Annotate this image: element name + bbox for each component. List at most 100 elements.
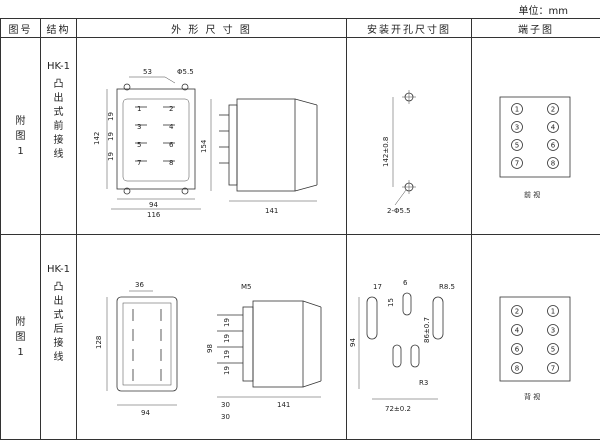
model-code: HK-1 [41, 263, 76, 277]
fig-no-char: 附 [1, 114, 40, 129]
structure-char: 后 [41, 323, 76, 337]
fig-no-char: 1 [1, 345, 40, 360]
svg-text:7: 7 [137, 159, 141, 167]
structure-char: 出 [41, 92, 76, 106]
rear-terminals [133, 309, 161, 381]
svg-text:4: 4 [169, 123, 174, 131]
hole-dim-r85: R8.5 [439, 283, 455, 291]
structure-char: 凸 [41, 78, 76, 92]
terminal-number: 8 [551, 160, 555, 168]
terminal-number: 6 [515, 346, 520, 354]
dim-141: 141 [265, 207, 278, 215]
dim-19: 19 [107, 152, 115, 161]
fig-no-char: 图 [1, 129, 40, 144]
dim-phi55: Φ5.5 [177, 68, 194, 76]
terminal-number: 7 [551, 365, 555, 373]
structure-char: 凸 [41, 281, 76, 295]
table-row: 附 图 1 HK-1 凸 出 式 后 接 线 36 [1, 235, 600, 440]
dim-30: 30 [221, 401, 230, 409]
dim-36: 36 [135, 281, 144, 289]
dim-m5: M5 [241, 283, 252, 291]
model-code: HK-1 [41, 60, 76, 74]
structure-char: 线 [41, 148, 76, 162]
dim-19: 19 [223, 318, 231, 327]
terminal-pins [135, 107, 175, 161]
fig-no-cell: 附 图 1 [1, 235, 41, 440]
relay-front-outline [117, 89, 195, 189]
structure-char: 式 [41, 106, 76, 120]
dim-53: 53 [143, 68, 152, 76]
terminal-number: 2 [515, 308, 519, 316]
dim-94: 94 [141, 409, 150, 417]
header-dimensions: 外 形 尺 寸 图 [77, 19, 347, 38]
hole-drawing-cell: 142±0.8 2-Φ5.5 [347, 38, 472, 235]
terminal-number: 7 [515, 160, 519, 168]
structure-char: 式 [41, 309, 76, 323]
hole-dim-15: 15 [387, 298, 395, 307]
dim-142: 142 [93, 132, 101, 145]
hole-drawing-rear: 17 6 R8.5 15 94 86±0.7 R3 72±0.2 [347, 249, 470, 425]
dim-116: 116 [147, 211, 161, 219]
header-terminal: 端子图 [472, 19, 600, 38]
relay-rear-side-outline [253, 301, 303, 387]
hole-dim-6: 6 [403, 279, 408, 287]
svg-text:5: 5 [137, 141, 141, 149]
header-fig-no: 图号 [1, 19, 41, 38]
dim-128: 128 [95, 336, 103, 349]
terminal-number: 2 [551, 106, 555, 114]
dimension-drawing-cell: 36 128 94 M5 [77, 235, 347, 440]
dim-19: 19 [223, 334, 231, 343]
header-structure: 结构 [41, 19, 77, 38]
dim-19: 19 [107, 112, 115, 121]
hole-dim-142: 142±0.8 [382, 137, 390, 167]
structure-char: 接 [41, 337, 76, 351]
terminal-number: 3 [515, 124, 519, 132]
hole-dim-17: 17 [373, 283, 382, 291]
structure-char: 线 [41, 351, 76, 365]
terminal-number: 8 [515, 365, 519, 373]
fig-no-char: 附 [1, 315, 40, 330]
structure-char: 出 [41, 295, 76, 309]
hole-dim-94: 94 [349, 338, 357, 347]
svg-text:8: 8 [169, 159, 173, 167]
dim-19: 19 [223, 366, 231, 375]
dim-98: 98 [206, 344, 214, 353]
relay-side-outline [237, 99, 295, 191]
table-row: 附 图 1 HK-1 凸 出 式 前 接 线 53 Φ5.5 [1, 38, 600, 235]
dimension-drawing-cell: 53 Φ5.5 1 2 3 4 5 6 7 8 [77, 38, 347, 235]
terminal-number: 4 [515, 327, 520, 335]
hole-drawing-front: 142±0.8 2-Φ5.5 [347, 49, 470, 223]
fig-no-char: 1 [1, 144, 40, 159]
hole-drawing-cell: 17 6 R8.5 15 94 86±0.7 R3 72±0.2 [347, 235, 472, 440]
dim-154: 154 [200, 139, 208, 153]
relay-rear-outline [117, 297, 177, 391]
svg-text:6: 6 [169, 141, 174, 149]
hole-dim-phi: 2-Φ5.5 [387, 207, 411, 215]
dim-141: 141 [277, 401, 290, 409]
dimension-drawing-front: 53 Φ5.5 1 2 3 4 5 6 7 8 [77, 49, 345, 223]
terminal-number: 4 [551, 124, 556, 132]
structure-char: 前 [41, 120, 76, 134]
header-hole: 安装开孔尺寸图 [347, 19, 472, 38]
svg-text:3: 3 [137, 123, 141, 131]
view-label: 前 视 [524, 190, 540, 199]
dim-30: 30 [221, 413, 230, 421]
header-row: 图号 结构 外 形 尺 寸 图 安装开孔尺寸图 端子图 [1, 19, 600, 38]
dim-19: 19 [107, 132, 115, 141]
fig-no-char: 图 [1, 330, 40, 345]
dim-19: 19 [223, 350, 231, 359]
terminal-number: 5 [515, 142, 519, 150]
terminal-number: 6 [551, 142, 556, 150]
hole-dim-r3: R3 [419, 379, 428, 387]
hole-dim-86: 86±0.7 [423, 317, 431, 343]
terminal-number: 3 [551, 327, 555, 335]
svg-text:1: 1 [137, 105, 141, 113]
structure-char: 接 [41, 134, 76, 148]
svg-text:2: 2 [169, 105, 173, 113]
dimension-drawing-rear: 36 128 94 M5 [77, 249, 345, 425]
hole-dim-72: 72±0.2 [385, 405, 411, 413]
terminal-number: 5 [551, 346, 555, 354]
